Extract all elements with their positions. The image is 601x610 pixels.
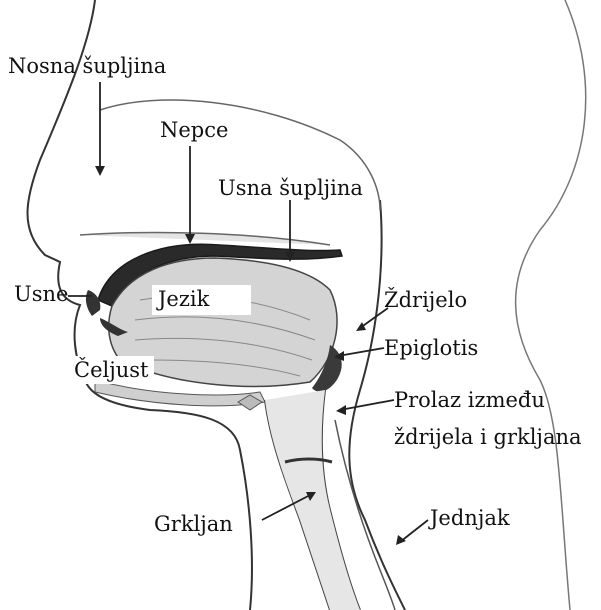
label-usna-supljina: Usna šupljina [218,176,363,200]
label-jezik: Jezik [152,285,251,315]
label-zdrijelo: Ždrijelo [384,288,467,312]
pointer-epiglotis [338,348,384,356]
label-celjust: Čeljust [70,356,154,384]
upper-lip [86,290,100,316]
pointer-prolaz [340,400,394,410]
label-nosna-supljina: Nosna šupljina [8,54,166,78]
nasal-cavity-floor [80,232,330,245]
label-prolaz-line1: Prolaz između [394,388,545,412]
larynx-fill [265,390,360,610]
label-usne: Usne [14,282,68,306]
label-prolaz-line2: ždrijela i grkljana [394,425,582,449]
label-grkljan: Grkljan [154,512,233,536]
neck-back-line [516,0,586,610]
label-nepce: Nepce [160,118,228,142]
label-jednjak: Jednjak [430,506,510,530]
pointer-jednjak [400,520,428,542]
label-epiglotis: Epiglotis [384,336,478,360]
